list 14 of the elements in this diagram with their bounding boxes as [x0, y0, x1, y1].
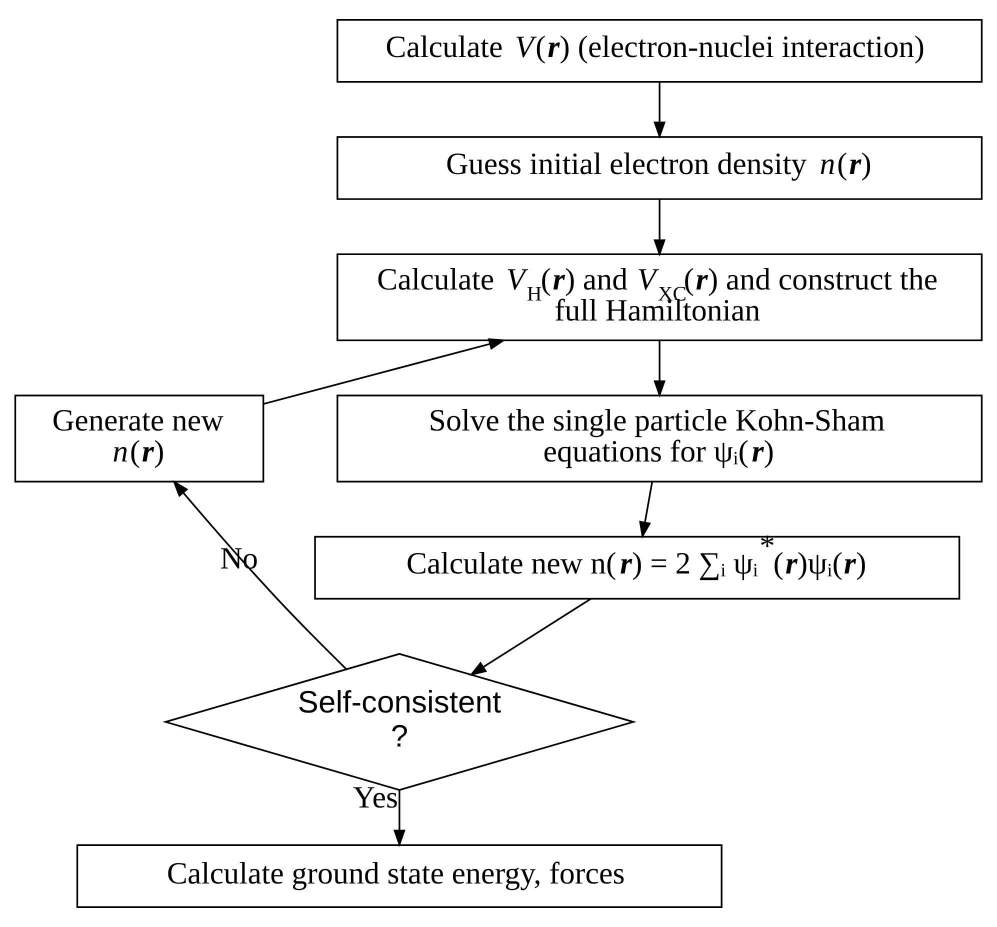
node-box: Guess initial electron density n(r) — [336, 136, 983, 200]
arrow — [172, 480, 347, 670]
node-box: Calculate V$_{H}$(r) and V$_{XC}$(r) and construct the full Hamiltonian — [336, 253, 983, 342]
arrow — [654, 82, 666, 139]
arrow — [469, 598, 592, 676]
arrow — [654, 200, 666, 257]
node-box: Generate new n(r) — [14, 394, 264, 482]
node-box: Calculate V(r) (electron-nuclei interaction) — [336, 19, 983, 83]
arrow — [264, 338, 506, 405]
arrow — [393, 790, 406, 847]
arrow — [654, 340, 666, 398]
node-box: Solve the single particle Kohn-Sham equations for ψᵢ(r) — [336, 394, 983, 482]
node-box: Calculate ground state energy, forces — [76, 844, 722, 908]
arrow — [639, 482, 653, 539]
